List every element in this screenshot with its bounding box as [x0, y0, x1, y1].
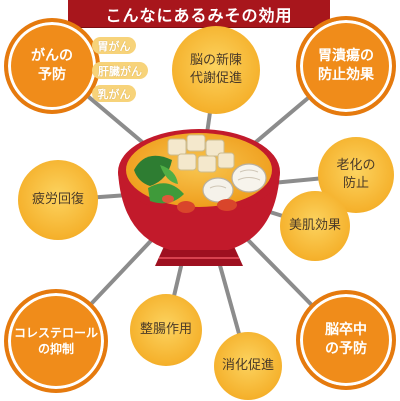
cancer-type-badge: 胃がん [92, 37, 136, 54]
title-banner: こんなにあるみその効用 [68, 0, 330, 27]
benefit-label-line: 脳卒中 [325, 322, 367, 339]
benefit-label-line: 消化促進 [221, 358, 274, 374]
cancer-type-badge: 肝臓がん [92, 62, 148, 79]
benefit-brain-metabolism: 脳の新陳 代謝促進 [172, 26, 260, 114]
tofu-cube [177, 153, 197, 171]
miso-soup-bowl-illustration [118, 129, 280, 266]
benefit-digestion-promotion: 消化促進 [214, 332, 282, 400]
tofu-cube [167, 138, 187, 156]
wakame-seaweed [134, 155, 172, 186]
clam-ridge [237, 169, 261, 181]
benefit-label-line: 代謝促進 [189, 71, 242, 86]
carrot-piece [217, 199, 237, 211]
clam-ridge [209, 185, 227, 189]
benefit-intestinal-regulation: 整腸作用 [130, 294, 202, 366]
benefit-label-line: 防止効果 [318, 67, 374, 83]
benefit-label-line: 予防 [38, 67, 66, 83]
cancer-type-badge: 乳がん [92, 85, 136, 102]
clam-shell [202, 177, 234, 203]
benefit-label-line: 疲労回復 [31, 192, 84, 208]
cancer-type-label: 肝臓がん [98, 64, 142, 78]
benefit-cholesterol-control: コレステロール の抑制 [4, 289, 108, 393]
tofu-cubes [167, 134, 235, 173]
tofu-cube [186, 134, 206, 152]
cancer-type-label: 胃がん [97, 39, 131, 53]
page-title: こんなにあるみその効用 [105, 5, 293, 25]
cancer-type-label: 乳がん [97, 87, 131, 101]
wakame-seaweed [160, 165, 178, 184]
carrot-piece [162, 195, 174, 203]
benefit-label-line: コレステロール [13, 325, 98, 340]
benefit-stroke-prevention: 脳卒中 の予防 [296, 290, 396, 390]
benefit-label-line: の予防 [325, 341, 367, 357]
benefit-skin-beauty: 美肌効果 [280, 191, 350, 261]
benefit-label-line: の抑制 [37, 342, 74, 356]
benefit-label-line: 老化の [336, 158, 376, 174]
benefit-label-line: 整腸作用 [139, 322, 192, 338]
benefit-ulcer-prevention: 胃潰瘍の 防止効果 [296, 16, 396, 116]
tofu-cube [217, 152, 235, 169]
benefit-fatigue-recovery: 疲労回復 [18, 160, 98, 240]
carrot-piece [177, 201, 195, 213]
wakame-seaweed [148, 183, 184, 204]
benefit-label-line: がんの [31, 48, 73, 65]
tofu-cube [197, 155, 217, 173]
benefit-label-line: 脳の新陳 [189, 53, 242, 69]
benefit-label-line: 胃潰瘍の [318, 48, 374, 65]
benefit-label-line: 美肌効果 [288, 218, 341, 234]
benefit-label-line: 防止 [342, 176, 369, 191]
benefit-cancer-prevention: がんの 予防 [4, 18, 100, 114]
